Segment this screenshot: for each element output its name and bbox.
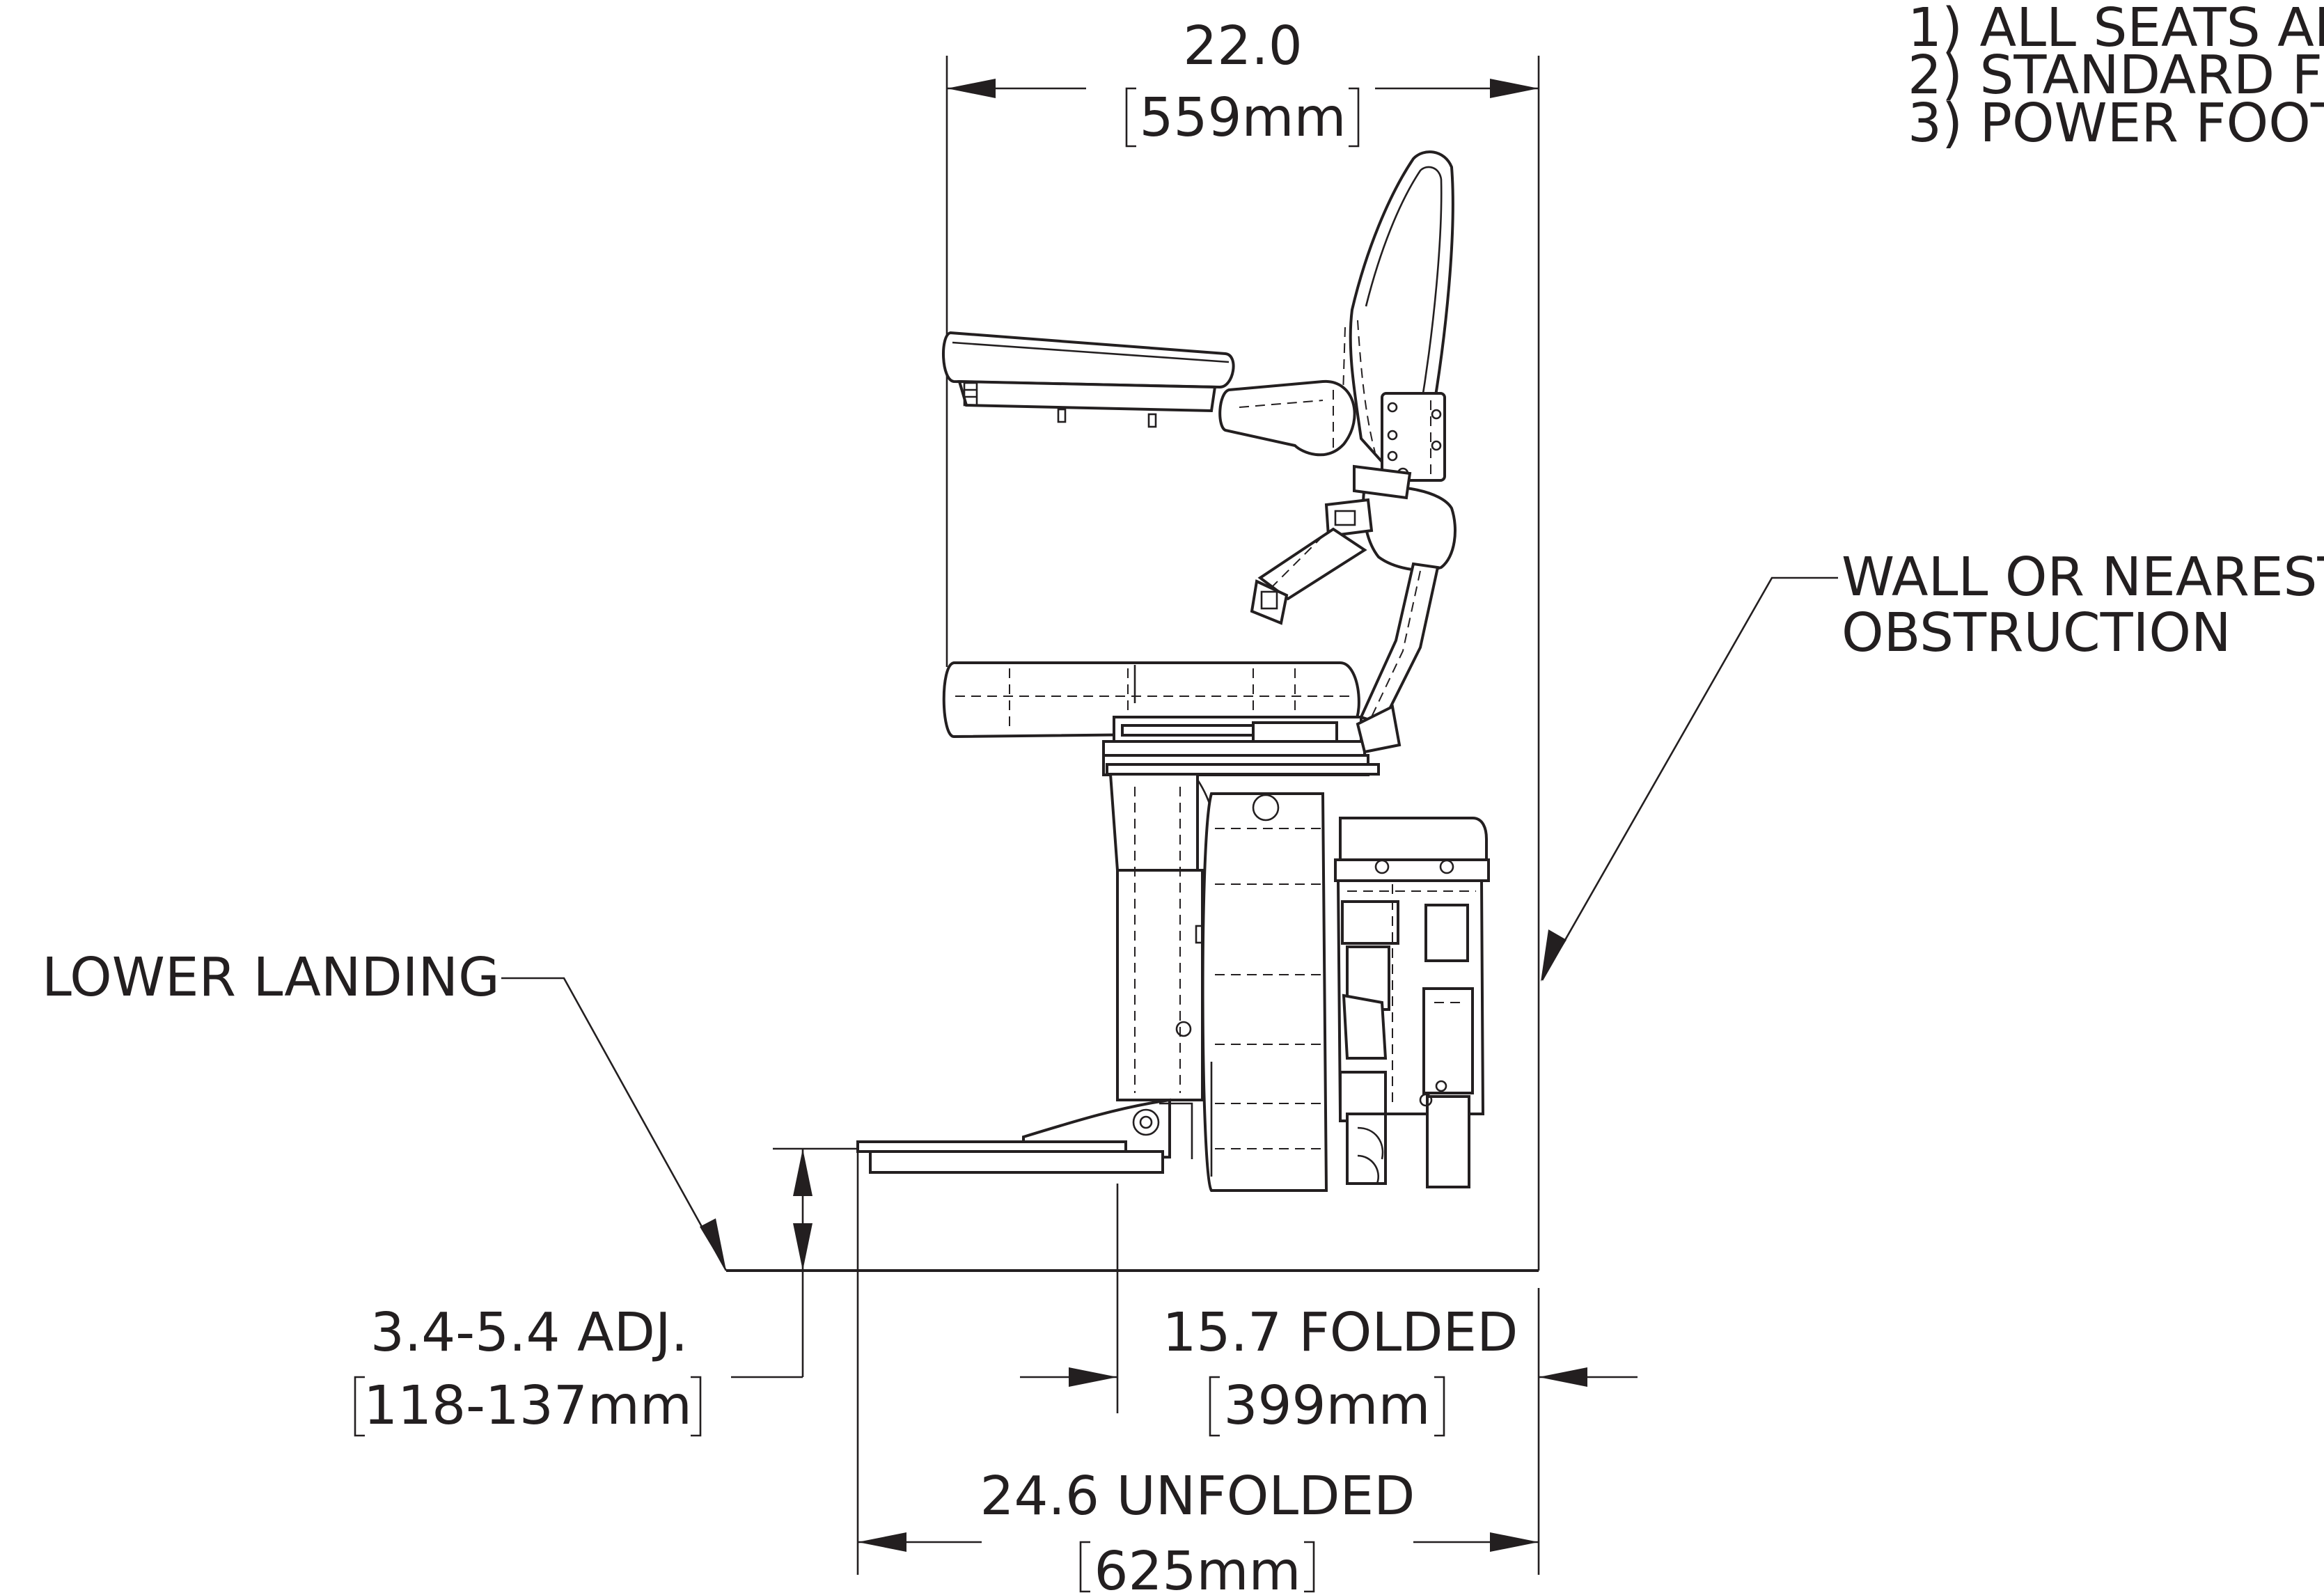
folded-arrowhead-left (1069, 1367, 1117, 1387)
wall-label-line1: WALL OR NEAREST (1842, 547, 2324, 608)
footrest-bracket-left (354, 1376, 365, 1437)
footrest (856, 1098, 1193, 1174)
footrest-height-metric: 118-137mm (363, 1375, 692, 1437)
folded-depth-metric: 399mm (1224, 1375, 1431, 1437)
wall-leader (1541, 576, 1838, 981)
seat-belt (1250, 464, 1457, 625)
unfolded-bracket-left (1079, 1541, 1090, 1593)
notes-block: 1) ALL SEATS AD 2) STANDARD FO 3) POWER … (1908, 0, 2324, 155)
unfolded-arrowhead-left (858, 1532, 906, 1552)
drive-unit (1334, 817, 1490, 1188)
unfolded-depth-metric: 625mm (1094, 1541, 1301, 1595)
footrest-arrow-down (793, 1223, 812, 1271)
folded-arrowhead-right (1539, 1367, 1587, 1387)
note-2: 2) STANDARD FO (1908, 45, 2324, 107)
unfolded-arrowhead-right (1490, 1532, 1539, 1552)
footrest-height-dimension: 3.4-5.4 ADJ. 118-137mm (354, 1147, 867, 1437)
unfolded-bracket-right (1304, 1541, 1315, 1593)
overall-width-value: 22.0 (1183, 15, 1302, 77)
overall-width-dimension: 22.0 559mm (945, 15, 1540, 1271)
folded-bracket-right (1434, 1376, 1445, 1437)
lower-landing-label: LOWER LANDING (42, 947, 500, 1009)
wall-label-line2: OBSTRUCTION (1842, 602, 2231, 664)
lift-column (1108, 773, 1218, 1101)
note-3: 3) POWER FOOT (1908, 93, 2324, 155)
unfolded-depth-dimension: 24.6 UNFOLDED 625mm (856, 1149, 1540, 1595)
arrowhead-right (1490, 79, 1539, 98)
lower-landing-leader (501, 977, 728, 1271)
seat-base (1102, 705, 1402, 776)
folded-bracket-left (1209, 1376, 1220, 1437)
lower-landing-arrowhead (700, 1218, 726, 1271)
footrest-arrow-up (793, 1149, 812, 1196)
overall-width-metric: 559mm (1140, 87, 1346, 149)
back-mount-bracket (1381, 392, 1446, 482)
bracket-right (1349, 87, 1360, 148)
carriage (1201, 792, 1328, 1192)
wall-arrowhead (1541, 929, 1567, 982)
unfolded-depth-value: 24.6 UNFOLDED (980, 1466, 1415, 1527)
folded-depth-dimension: 15.7 FOLDED 399mm (1020, 1184, 1638, 1437)
lower-landing-callout: LOWER LANDING (42, 947, 728, 1271)
stairlift-chair (856, 150, 1490, 1192)
wall-callout: WALL OR NEAREST OBSTRUCTION (1541, 547, 2324, 982)
back-support (1359, 562, 1440, 726)
note-1: 1) ALL SEATS AD (1908, 0, 2324, 59)
footrest-bracket-right (691, 1376, 702, 1437)
folded-depth-value: 15.7 FOLDED (1163, 1302, 1518, 1364)
footrest-height-value: 3.4-5.4 ADJ. (370, 1302, 688, 1364)
arrowhead-left (947, 79, 996, 98)
bracket-left (1125, 87, 1136, 148)
armrest (942, 331, 1356, 457)
